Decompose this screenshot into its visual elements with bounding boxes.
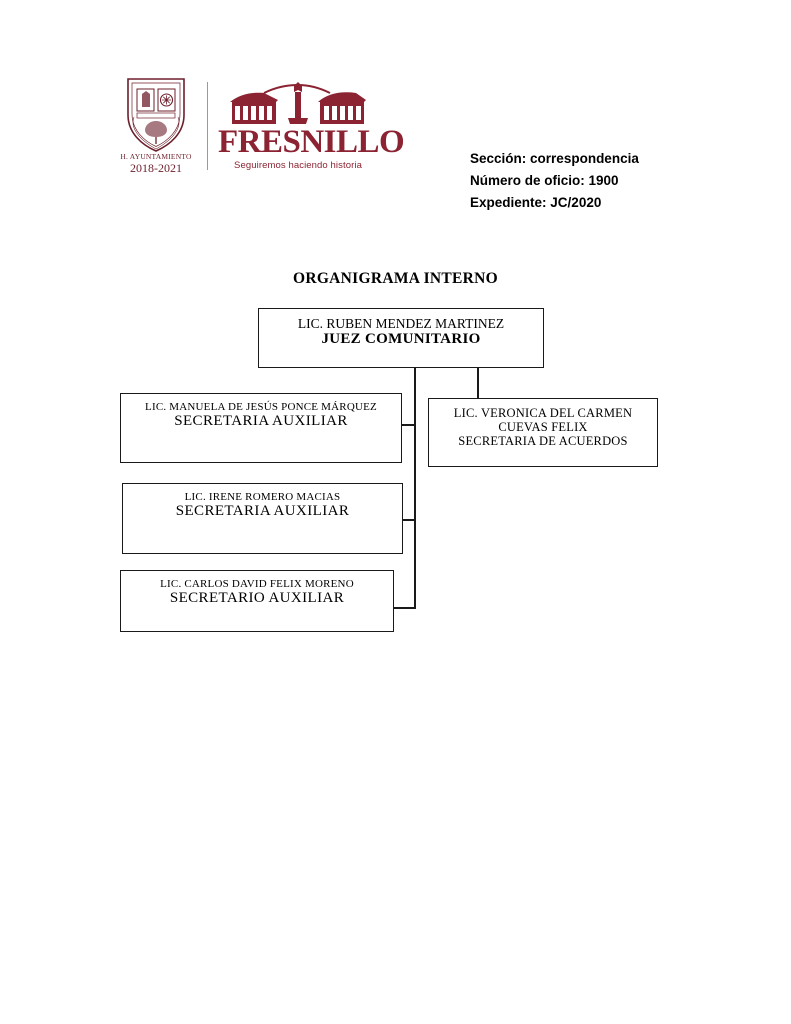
metadata-numero: Número de oficio: 1900 <box>470 170 639 192</box>
connector-trunk <box>414 367 416 609</box>
org-node-secretaria-auxiliar-1: LIC. MANUELA DE JESÚS PONCE MÁRQUEZ SECR… <box>120 393 402 463</box>
letterhead: H. AYUNTAMIENTO 2018-2021 <box>0 70 791 200</box>
org-node-name-line2: CUEVAS FELIX <box>498 420 588 434</box>
metadata-expediente-label: Expediente: <box>470 194 547 210</box>
metadata-numero-value: 1900 <box>588 172 619 188</box>
page-title: ORGANIGRAMA INTERNO <box>292 270 499 287</box>
coat-of-arms-logo: H. AYUNTAMIENTO 2018-2021 <box>112 75 200 187</box>
header-divider <box>207 82 208 170</box>
fresnillo-wordmark: FRESNILLO <box>218 126 405 159</box>
monument-arch-icon <box>230 82 366 124</box>
org-node-name: LIC. MANUELA DE JESÚS PONCE MÁRQUEZ <box>145 401 377 413</box>
org-node-secretario-auxiliar-3: LIC. CARLOS DAVID FELIX MORENO SECRETARI… <box>120 570 394 632</box>
org-node-juez-comunitario: LIC. RUBEN MENDEZ MARTINEZ JUEZ COMUNITA… <box>258 308 544 368</box>
connector-to-aux3 <box>393 607 416 609</box>
metadata-expediente-value: JC/2020 <box>550 194 602 210</box>
fresnillo-tagline: Seguiremos haciendo historia <box>234 160 362 171</box>
connector-to-acuerdos <box>477 367 479 399</box>
metadata-numero-label: Número de oficio: <box>470 172 585 188</box>
metadata-seccion-label: Sección: <box>470 151 527 166</box>
org-node-role: SECRETARIA AUXILIAR <box>174 413 348 430</box>
crest-caption: H. AYUNTAMIENTO 2018-2021 <box>112 153 200 174</box>
fresnillo-logo: FRESNILLO Seguiremos haciendo historia <box>218 80 405 190</box>
metadata-expediente: Expediente: JC/2020 <box>470 192 639 214</box>
org-node-role: SECRETARIA AUXILIAR <box>175 503 350 520</box>
org-node-name: LIC. CARLOS DAVID FELIX MORENO <box>160 578 354 590</box>
org-node-name-line1: LIC. VERONICA DEL CARMEN <box>453 406 633 420</box>
coat-of-arms-shield-icon <box>127 78 185 152</box>
connector-to-aux1 <box>401 424 415 426</box>
org-node-role: JUEZ COMUNITARIO <box>321 331 481 348</box>
org-node-secretaria-de-acuerdos: LIC. VERONICA DEL CARMEN CUEVAS FELIX SE… <box>428 398 658 467</box>
metadata-seccion: Sección: correspondencia <box>470 148 639 170</box>
metadata-seccion-value: correspondencia <box>530 151 639 166</box>
fresnillo-wordmark-text: FRESNILLO <box>218 124 405 160</box>
connector-to-aux2 <box>402 519 415 521</box>
org-node-name: LIC. RUBEN MENDEZ MARTINEZ <box>297 316 505 331</box>
org-node-role: SECRETARIA DE ACUERDOS <box>458 434 628 448</box>
document-metadata: Sección: correspondencia Número de ofici… <box>470 148 639 214</box>
org-node-secretaria-auxiliar-2: LIC. IRENE ROMERO MACIAS SECRETARIA AUXI… <box>122 483 403 554</box>
crest-caption-line1: H. AYUNTAMIENTO <box>120 152 192 161</box>
crest-caption-line2: 2018-2021 <box>130 160 182 175</box>
org-node-name: LIC. IRENE ROMERO MACIAS <box>184 491 341 503</box>
org-node-role: SECRETARIO AUXILIAR <box>169 590 345 607</box>
